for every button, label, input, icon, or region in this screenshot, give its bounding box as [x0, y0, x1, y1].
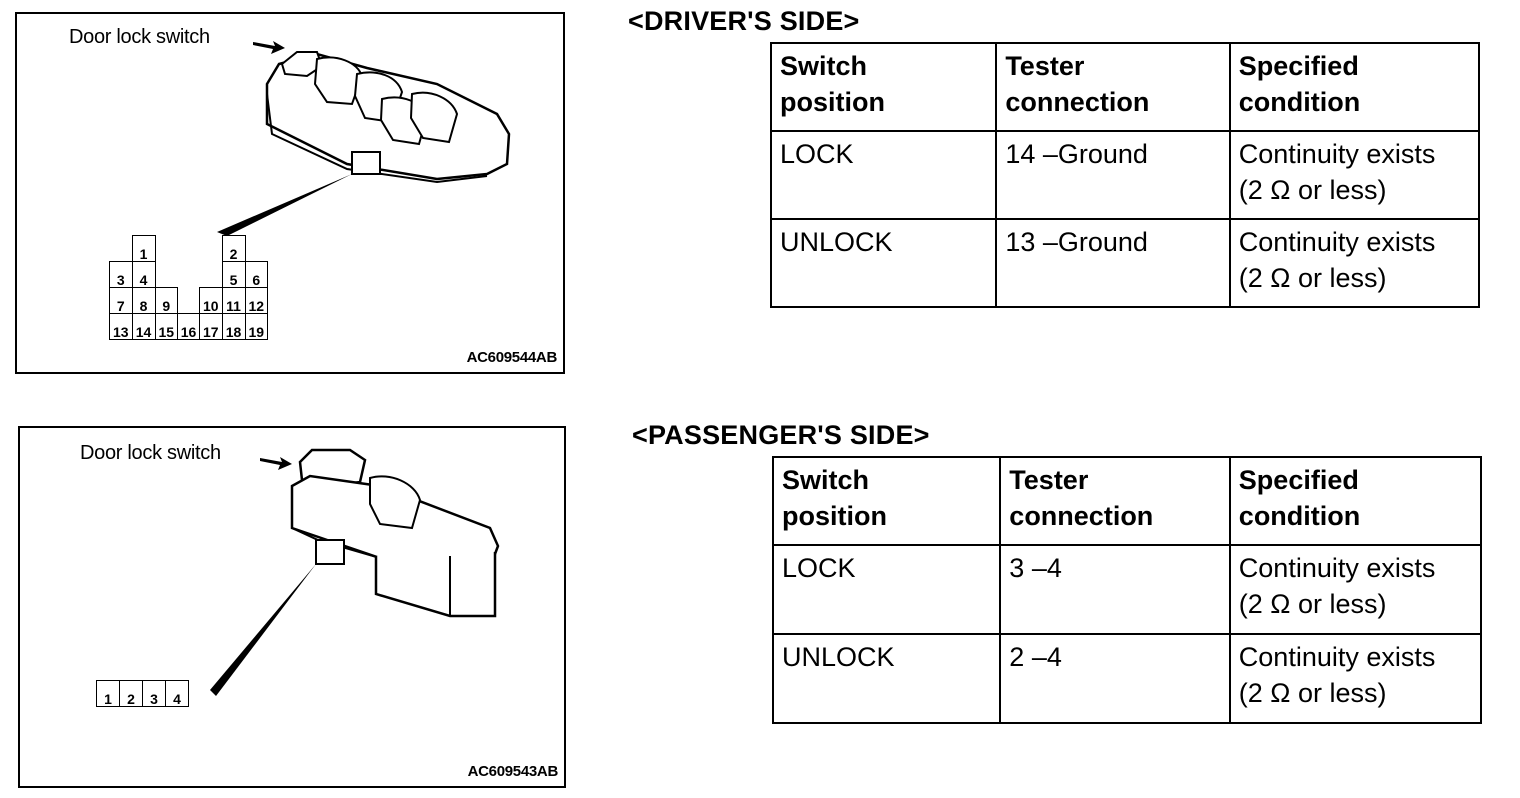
driver-figure: Door lock switch 1 2 3 4 5 6 7 8 9 10 11: [15, 12, 565, 374]
connector-pin: 12: [244, 287, 268, 314]
pointer-arrow-icon: [260, 457, 292, 470]
table-row: LOCK 3 –4 Continuity exists (2 Ω or less…: [771, 544, 1483, 635]
header-tester-connection: Tester connection: [995, 42, 1231, 132]
cell-tester-connection: 13 –Ground: [995, 218, 1231, 308]
connector-pin: 4: [131, 261, 156, 288]
cell-tester-connection: 3 –4: [999, 544, 1231, 635]
passenger-connector-diagram: 1 2 3 4: [96, 680, 189, 707]
connector-pin: 1: [131, 235, 156, 262]
connector-pin: 7: [109, 287, 133, 314]
connector-pin: 16: [177, 313, 200, 340]
driver-figure-label: Door lock switch: [69, 26, 210, 48]
connector-pin: 1: [96, 680, 120, 707]
cell-switch-position: LOCK: [769, 130, 998, 220]
connector-pin: 4: [165, 680, 189, 707]
cell-specified-condition: Continuity exists (2 Ω or less): [1228, 633, 1483, 724]
passenger-section-title: <PASSENGER'S SIDE>: [632, 420, 930, 450]
driver-switch-illustration: [217, 41, 511, 236]
table-row: LOCK 14 –Ground Continuity exists (2 Ω o…: [769, 130, 1481, 220]
cell-tester-connection: 14 –Ground: [995, 130, 1231, 220]
driver-spec-table: Switch position Tester connection Specif…: [769, 42, 1481, 308]
header-switch-position: Switch position: [769, 42, 998, 132]
connector-pin: 2: [221, 235, 246, 262]
connector-pin: 3: [109, 261, 133, 288]
connector-pin: 11: [221, 287, 246, 314]
connector-pin: 5: [221, 261, 246, 288]
header-tester-connection: Tester connection: [999, 456, 1231, 546]
connector-pin: 13: [109, 313, 133, 340]
connector-pin: 6: [244, 261, 268, 288]
driver-figure-code: AC609544AB: [466, 349, 558, 366]
connector-pin: 2: [119, 680, 143, 707]
connector-pin: 15: [154, 313, 178, 340]
cell-switch-position: UNLOCK: [769, 218, 998, 308]
table-header-row: Switch position Tester connection Specif…: [769, 42, 1481, 132]
passenger-figure: Door lock switch 1 2 3 4 AC609543AB: [18, 426, 566, 788]
connector-pin: 19: [244, 313, 268, 340]
passenger-figure-label: Door lock switch: [80, 442, 221, 464]
table-row: UNLOCK 13 –Ground Continuity exists (2 Ω…: [769, 218, 1481, 308]
connector-pin: 8: [131, 287, 156, 314]
cell-specified-condition: Continuity exists (2 Ω or less): [1228, 544, 1483, 635]
driver-connector-diagram: 1 2 3 4 5 6 7 8 9 10 11 12 13 14: [109, 235, 268, 340]
connector-pin: 9: [154, 287, 178, 314]
passenger-switch-illustration: [210, 448, 500, 696]
driver-section-title: <DRIVER'S SIDE>: [628, 6, 860, 36]
table-row: UNLOCK 2 –4 Continuity exists (2 Ω or le…: [771, 633, 1483, 724]
pointer-arrow-icon: [253, 41, 285, 54]
passenger-spec-table: Switch position Tester connection Specif…: [771, 456, 1483, 724]
cell-specified-condition: Continuity exists (2 Ω or less): [1228, 130, 1481, 220]
connector-pin: 17: [199, 313, 223, 340]
cell-specified-condition: Continuity exists (2 Ω or less): [1228, 218, 1481, 308]
header-switch-position: Switch position: [771, 456, 1002, 546]
header-specified-condition: Specified condition: [1228, 42, 1481, 132]
table-header-row: Switch position Tester connection Specif…: [771, 456, 1483, 546]
passenger-figure-code: AC609543AB: [467, 763, 559, 780]
connector-pin: 14: [131, 313, 156, 340]
connector-pin: 18: [221, 313, 246, 340]
connector-pin: 3: [142, 680, 166, 707]
header-specified-condition: Specified condition: [1228, 456, 1483, 546]
connector-pin: 10: [199, 287, 223, 314]
cell-tester-connection: 2 –4: [999, 633, 1231, 724]
cell-switch-position: LOCK: [771, 544, 1002, 635]
cell-switch-position: UNLOCK: [771, 633, 1002, 724]
